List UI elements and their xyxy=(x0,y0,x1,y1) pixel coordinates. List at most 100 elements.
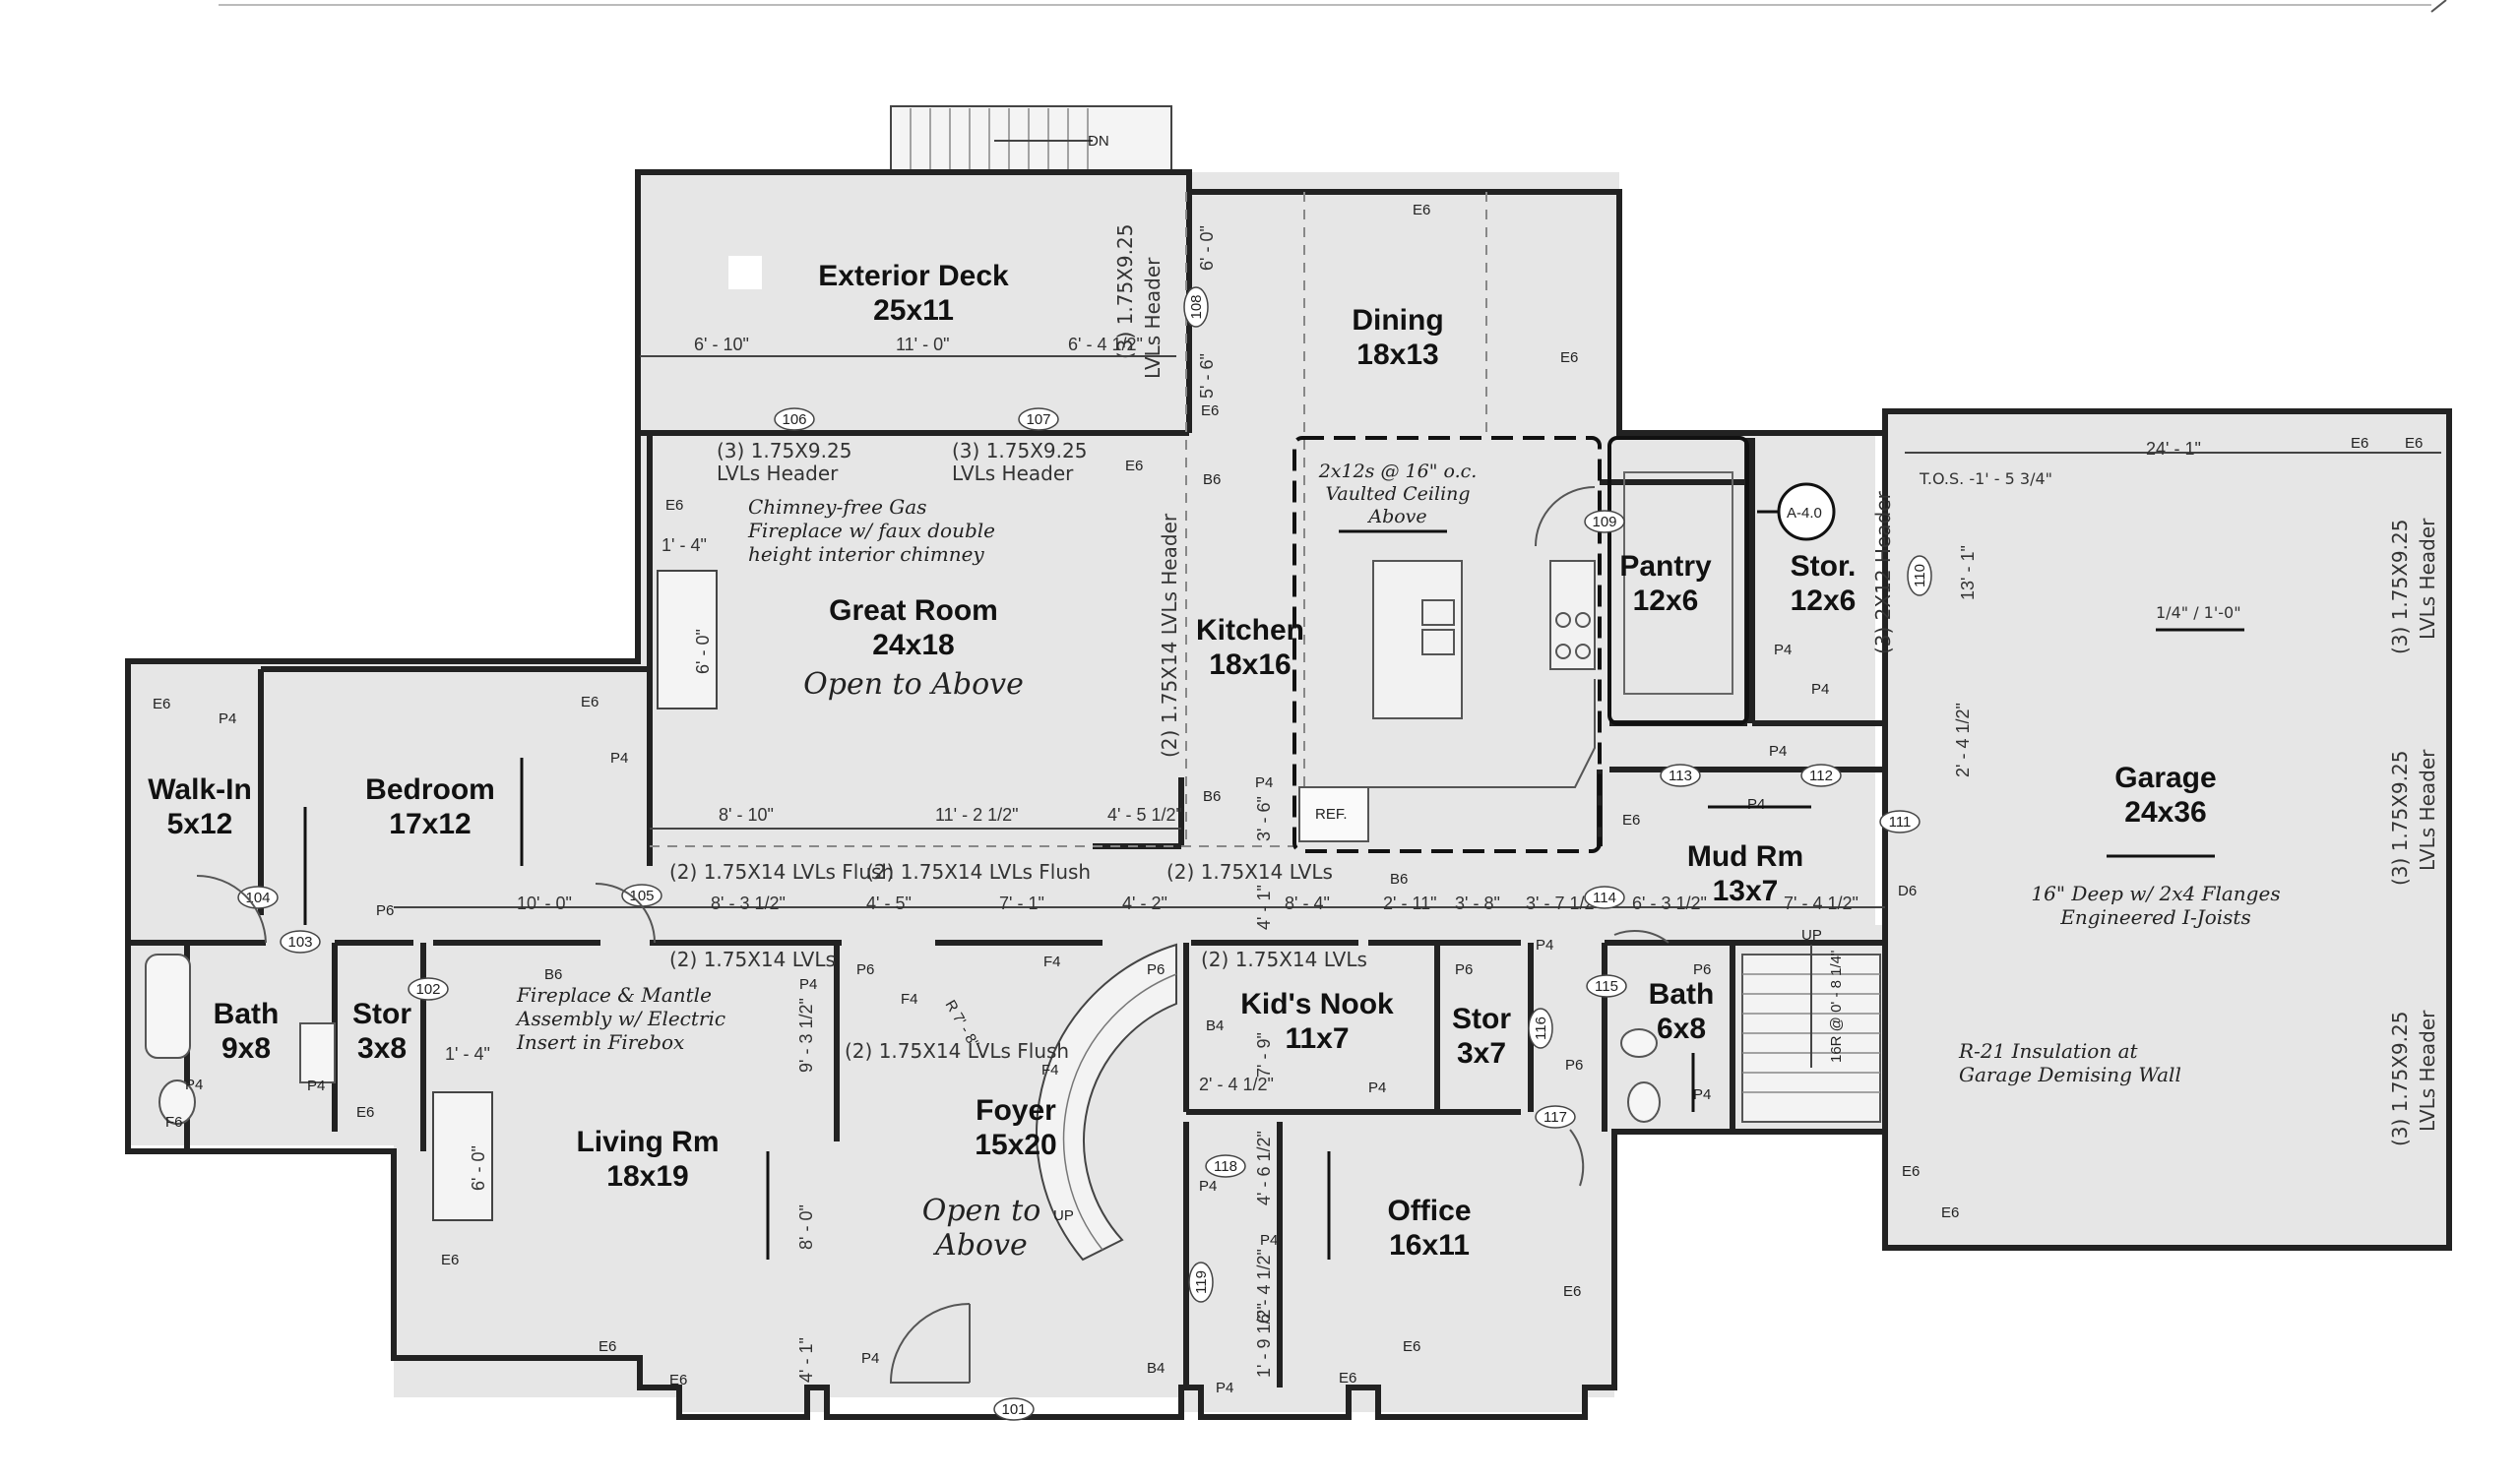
note-fireplace-living-2: Assembly w/ Electric xyxy=(515,1007,725,1030)
dim-hall-1: 10' - 0" xyxy=(517,894,572,913)
fixture-e6: E6 xyxy=(153,696,170,712)
room-great-room-size: 24x18 xyxy=(872,629,954,661)
fixture-d6: D6 xyxy=(1898,883,1917,899)
room-stor-3x8-name: Stor xyxy=(352,998,411,1030)
fixture-p4: P4 xyxy=(610,750,628,767)
dim-hall-2: 8' - 3 1/2" xyxy=(711,894,786,913)
fixture-f6: F6 xyxy=(165,1114,183,1131)
fixture-p4: P4 xyxy=(1199,1178,1217,1195)
pantry-shelves xyxy=(1623,471,1733,695)
room-stor-3x7-size: 3x7 xyxy=(1457,1037,1506,1070)
joist-arrows xyxy=(303,529,2244,1260)
kitchen-island xyxy=(1372,560,1463,719)
room-office-size: 16x11 xyxy=(1389,1229,1470,1262)
deck-stair: DN xyxy=(890,105,1172,171)
room-bath-9x8-size: 9x8 xyxy=(221,1032,271,1065)
header-great-left-1: (3) 1.75X9.25 xyxy=(717,439,851,462)
header-beam-2: (2) 1.75X14 LVLs Flush xyxy=(866,860,1091,884)
room-bedroom-size: 17x12 xyxy=(389,808,471,840)
fixture-p4: P4 xyxy=(1693,1086,1711,1103)
room-bath-9x8-name: Bath xyxy=(214,998,280,1030)
note-chimney-2: Fireplace w/ faux double xyxy=(747,519,995,542)
dim-hall-10: 6' - 3 1/2" xyxy=(1632,894,1707,913)
fixture-b6: B6 xyxy=(1203,788,1221,805)
fixture-e6: E6 xyxy=(1560,349,1578,366)
dim-great-1: 8' - 10" xyxy=(719,805,774,825)
room-great-room-note: Open to Above xyxy=(803,667,1024,702)
dimensions: 6' - 10" 11' - 0" 6' - 4 1/2" 8' - 10" 1… xyxy=(394,225,2441,1383)
section-tag-label: A-4.0 xyxy=(1787,505,1822,522)
fixture-e6: E6 xyxy=(1622,812,1640,829)
header-beam-4: (2) 1.75X14 LVLs xyxy=(669,948,836,971)
refrigerator-icon xyxy=(1298,786,1369,842)
dim-nook-2: 2' - 4 1/2" xyxy=(1199,1075,1274,1094)
fixture-e6: E6 xyxy=(441,1252,459,1268)
sink-icon xyxy=(1421,599,1455,626)
note-vaulted-1: 2x12s @ 16" o.c. xyxy=(1318,461,1478,482)
door-tag-104: 104 xyxy=(237,886,279,909)
dim-hall-8: 3' - 8" xyxy=(1455,894,1500,913)
fixture-p4: P4 xyxy=(1260,1232,1278,1249)
room-walk-in-name: Walk-In xyxy=(148,773,252,806)
sheet-corner-mark xyxy=(2430,0,2447,13)
door-tag-107: 107 xyxy=(1018,407,1059,431)
bathtub-icon xyxy=(145,954,191,1059)
room-bath-6x8-size: 6x8 xyxy=(1657,1013,1706,1045)
door-tag-113: 113 xyxy=(1660,764,1701,787)
room-stor-12x6-name: Stor. xyxy=(1791,550,1857,583)
dim-great-3: 4' - 5 1/2" xyxy=(1107,805,1182,825)
fixture-p6: P6 xyxy=(1565,1057,1583,1074)
svg-text:113: 113 xyxy=(1669,768,1692,784)
room-kitchen-size: 18x16 xyxy=(1209,648,1291,681)
dim-nook-1: 7' - 9" xyxy=(1254,1032,1274,1078)
fixture-p4: P4 xyxy=(307,1078,325,1094)
fixture-e6: E6 xyxy=(1563,1283,1581,1300)
room-exterior-deck-name: Exterior Deck xyxy=(818,260,1009,292)
foyer-stair-up-label: UP xyxy=(1053,1207,1074,1224)
fixture-p4: P4 xyxy=(1216,1380,1233,1396)
fixture-b4: B4 xyxy=(1206,1018,1224,1034)
fireplace-great-room xyxy=(657,570,718,709)
header-garage-1a: (3) 1.75X9.25 xyxy=(2388,520,2412,654)
dim-fireplace-offset-living: 1' - 4" xyxy=(445,1044,490,1064)
note-vaulted-2: Vaulted Ceiling xyxy=(1325,483,1470,505)
garage-stair: UP 16R @ 0' - 8 1/4" xyxy=(1741,927,1881,1123)
room-dining-name: Dining xyxy=(1352,304,1443,337)
door-tag-103: 103 xyxy=(280,930,321,954)
fixture-e6: E6 xyxy=(2351,435,2368,452)
svg-text:101: 101 xyxy=(1001,1401,1026,1418)
floor-fills xyxy=(128,172,2446,1412)
dim-office-1: 4' - 6 1/2" xyxy=(1254,1131,1274,1205)
room-exterior-deck-size: 25x11 xyxy=(873,294,954,327)
room-dining-size: 18x13 xyxy=(1356,339,1438,371)
room-labels: Exterior Deck 25x11 Dining 18x13 Great R… xyxy=(148,260,2216,1263)
sink-icon xyxy=(299,1022,336,1083)
note-slope: 1/4" / 1'-0" xyxy=(2156,603,2241,622)
note-garage-joists-1: 16" Deep w/ 2x4 Flanges xyxy=(2031,882,2280,905)
svg-text:110: 110 xyxy=(1912,564,1928,587)
dim-fireplace-depth-living: 6' - 0" xyxy=(469,1145,488,1191)
header-deck-vert-2: LVLs Header xyxy=(1141,257,1165,379)
header-stor-vert: (3) 2X12 Header xyxy=(1871,490,1895,654)
fixture-e6: E6 xyxy=(1201,402,1219,419)
room-stor-3x8-size: 3x8 xyxy=(357,1032,407,1065)
door-tags: 101 102 103 104 105 106 107 108 109 110 … xyxy=(237,286,1932,1421)
room-pantry-size: 12x6 xyxy=(1633,585,1699,617)
fixture-p6: P6 xyxy=(376,902,394,919)
dim-fireplace-offset-great: 1' - 4" xyxy=(662,535,707,555)
note-insulation-2: Garage Demising Wall xyxy=(1959,1063,2181,1086)
room-foyer-note-1: Open to xyxy=(922,1194,1041,1228)
room-kids-nook-size: 11x7 xyxy=(1285,1022,1349,1055)
room-garage-size: 24x36 xyxy=(2124,796,2206,829)
dim-hall-5: 4' - 2" xyxy=(1122,894,1167,913)
garage-stair-up-label: UP xyxy=(1801,927,1822,944)
fixture-p4: P4 xyxy=(1769,743,1787,760)
dim-hall-11: 7' - 4 1/2" xyxy=(1784,894,1858,913)
fixture-e6: E6 xyxy=(1413,202,1430,218)
fixture-e6: E6 xyxy=(598,1338,616,1355)
door-tag-105: 105 xyxy=(621,884,662,907)
vaulted-ceiling-outline xyxy=(1292,436,1602,853)
note-fireplace-living-3: Insert in Firebox xyxy=(516,1030,684,1054)
header-garage-2a: (3) 1.75X9.25 xyxy=(2388,751,2412,886)
